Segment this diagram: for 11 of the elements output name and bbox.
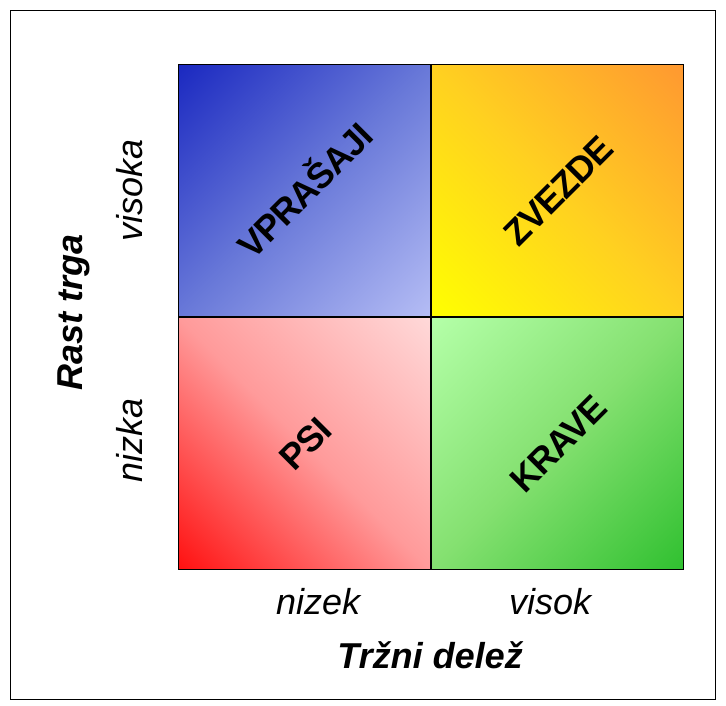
axis-title: Rast trga — [49, 234, 91, 390]
axis-tick-label: nizka — [109, 398, 151, 482]
quadrant-box — [431, 64, 684, 317]
axis-tick-label: visoka — [109, 138, 151, 242]
axis-tick-label: nizek — [276, 581, 360, 623]
quadrant-box — [178, 317, 431, 570]
axis-title: Tržni delež — [337, 635, 523, 677]
quadrant-box — [431, 317, 684, 570]
quadrant-label: PSI — [270, 409, 339, 478]
quadrant-box — [178, 64, 431, 317]
axis-tick-label: visok — [508, 581, 592, 623]
